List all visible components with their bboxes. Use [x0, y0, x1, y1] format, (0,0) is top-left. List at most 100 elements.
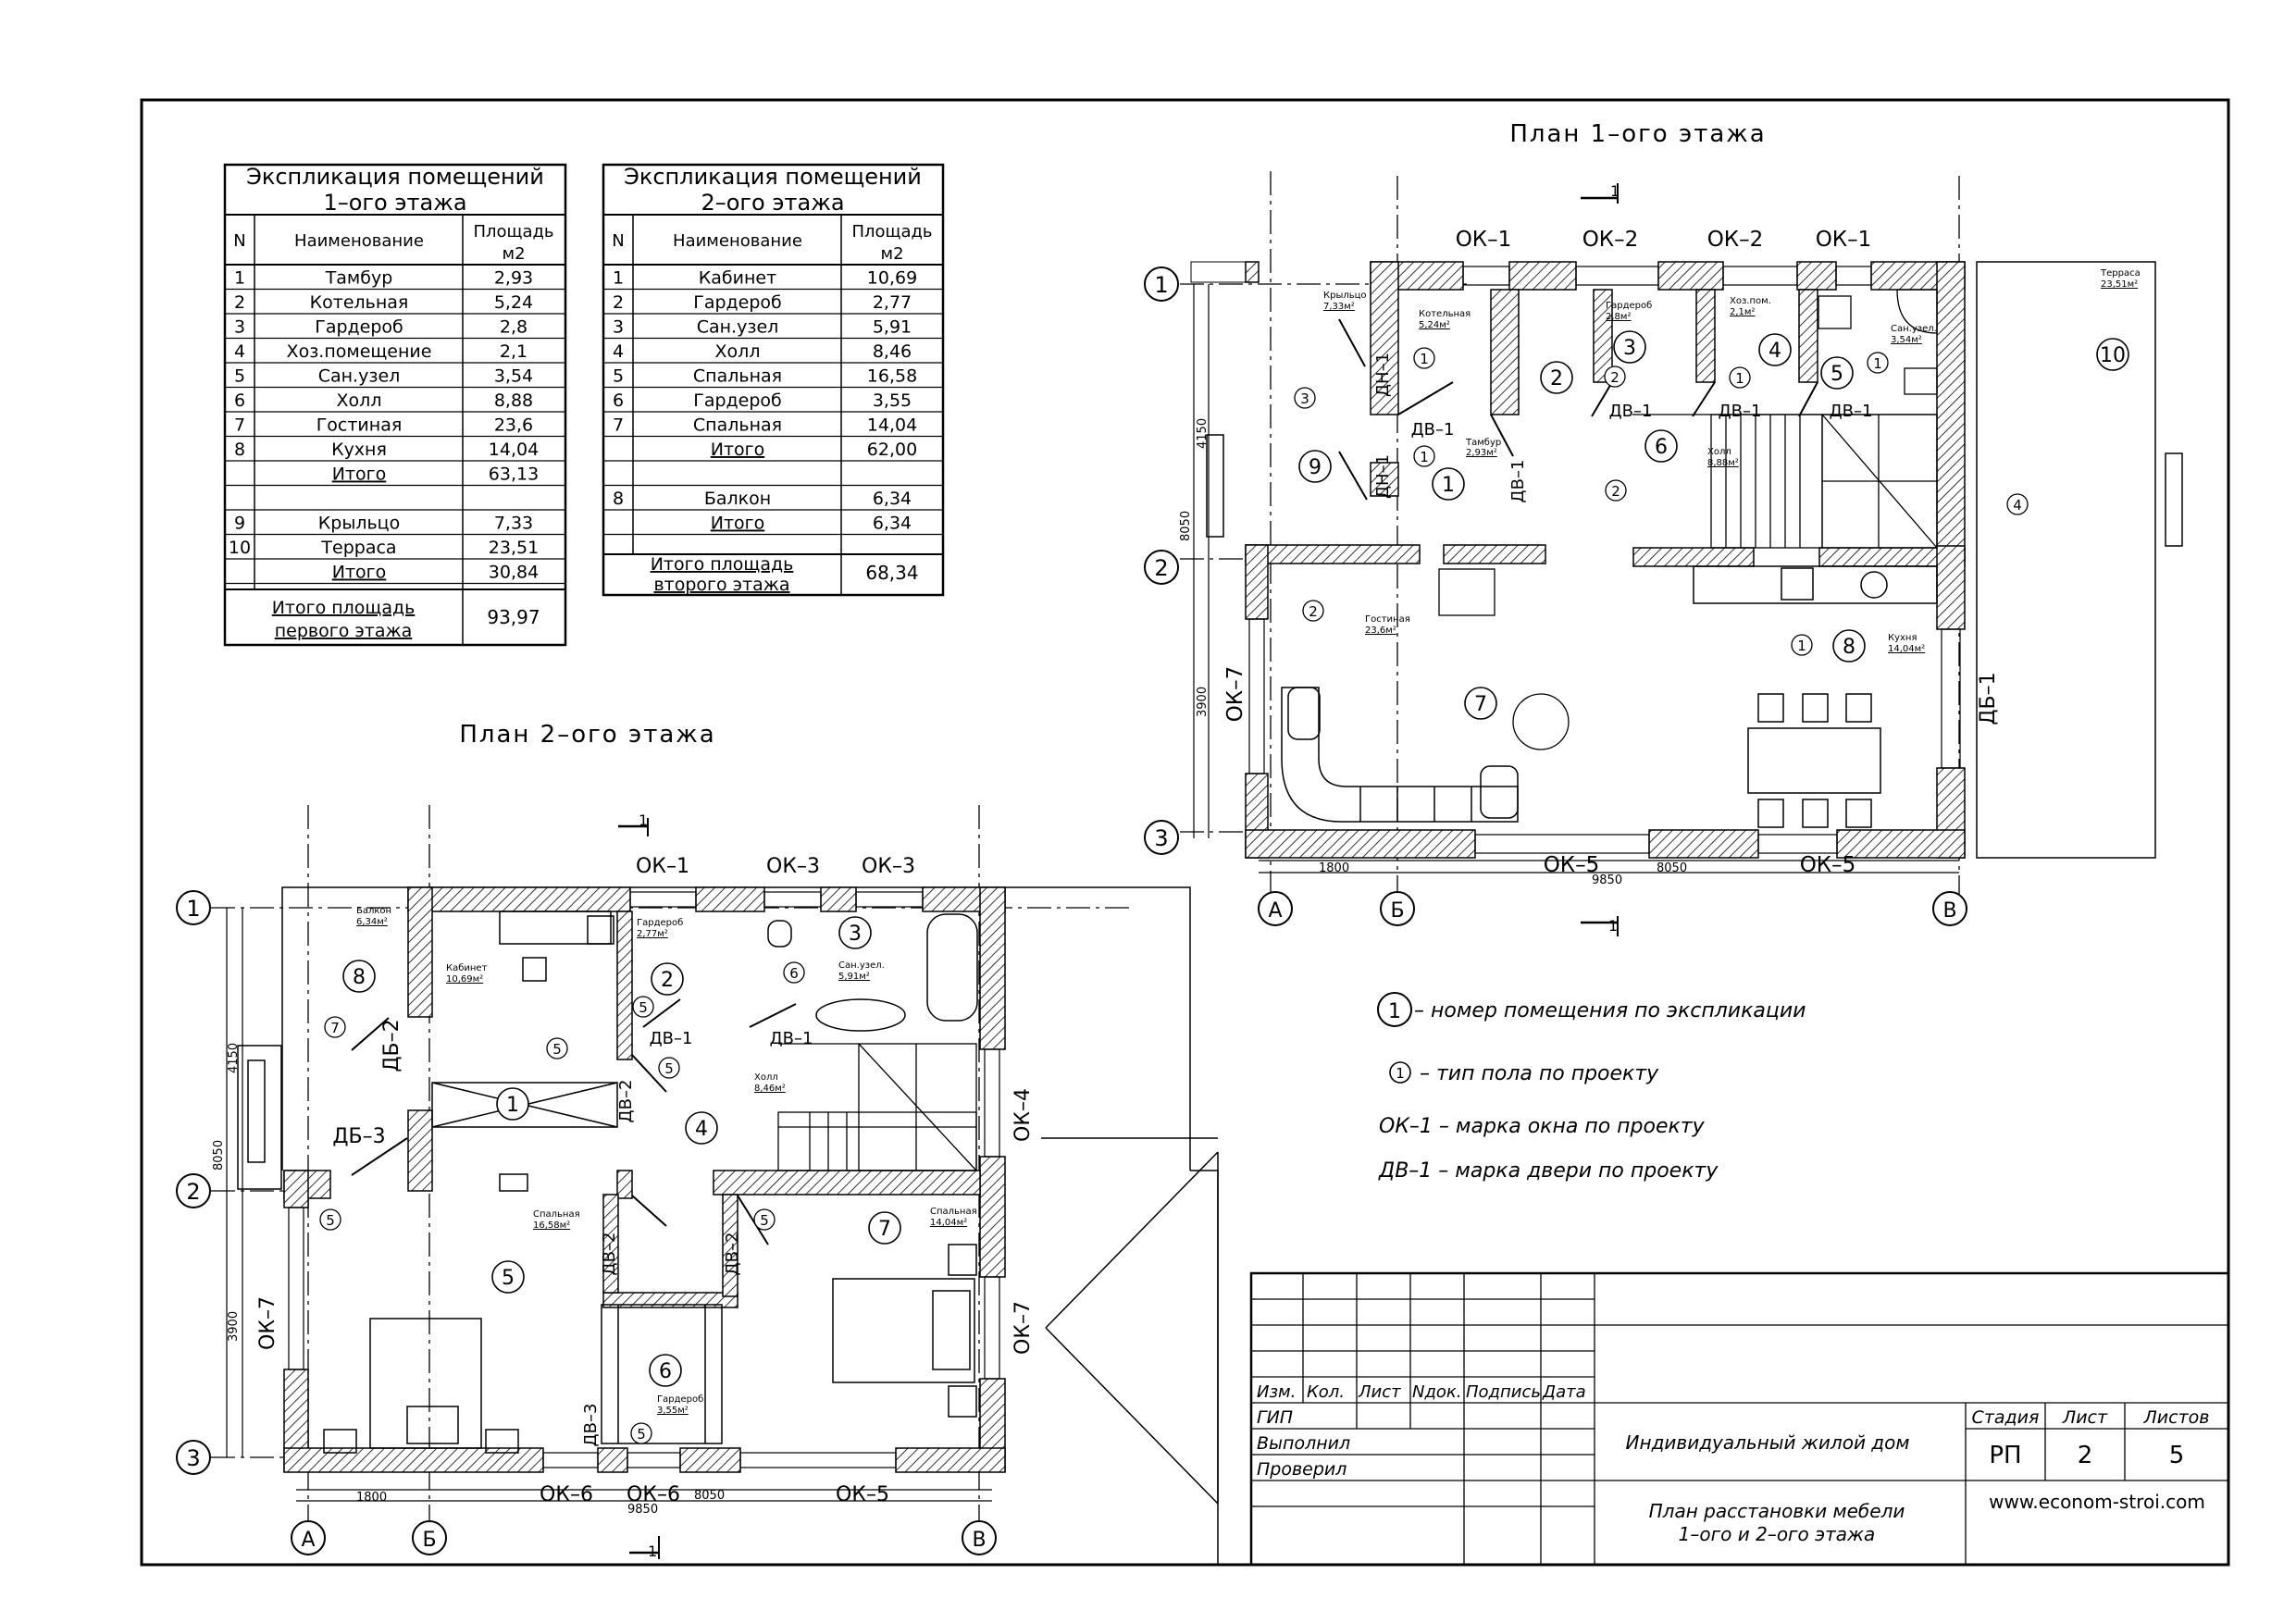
svg-text:1800: 1800	[1319, 861, 1349, 875]
table2-cell: 1	[613, 268, 624, 289]
svg-text:2,8м²: 2,8м²	[1606, 312, 1631, 322]
section-mark-p2-top: 1	[618, 812, 649, 836]
svg-text:Спальная: Спальная	[930, 1207, 977, 1217]
svg-text:5: 5	[760, 1212, 769, 1229]
plan1-door-mark: ДВ–1	[1830, 402, 1873, 421]
svg-text:Тамбур: Тамбур	[1465, 438, 1501, 448]
svg-text:1: 1	[648, 1542, 657, 1560]
svg-text:2: 2	[1610, 369, 1620, 386]
svg-text:2: 2	[1154, 555, 1168, 581]
table1-cell: 23,51	[489, 538, 539, 558]
svg-text:В: В	[972, 1529, 986, 1552]
table1-cell: Кухня	[331, 440, 387, 460]
plan1-axis-markers: 1 2 3 А Б В	[1144, 266, 1967, 926]
table1-cell: Тамбур	[325, 268, 393, 289]
svg-text:23,51м²: 23,51м²	[2101, 279, 2138, 290]
table1-cell: 63,13	[489, 465, 539, 485]
plan1-sofa	[1281, 687, 1519, 823]
svg-text:10: 10	[2100, 344, 2126, 367]
svg-text:Кухня: Кухня	[1888, 633, 1917, 643]
table2-cell: 2,77	[873, 292, 912, 313]
legend-door-text: ДВ–1 – марка двери по проекту	[1378, 1159, 1719, 1183]
plan2-window-mark: ОК–3	[766, 855, 820, 878]
svg-text:5: 5	[639, 999, 648, 1016]
table1-header-n: N	[233, 231, 245, 251]
svg-text:2,93м²: 2,93м²	[1466, 448, 1497, 458]
stamp-site: www.econom-stroi.com	[1989, 1491, 2205, 1513]
plan2-door-mark: ДВ–2	[616, 1080, 636, 1123]
svg-text:1: 1	[1608, 917, 1618, 935]
svg-text:Гардероб: Гардероб	[657, 1394, 703, 1405]
table1-cell: Сан.узел	[318, 366, 401, 387]
svg-text:5: 5	[502, 1267, 515, 1290]
table1-cell: 30,84	[489, 563, 539, 583]
plan2-window-mark: ОК–6	[627, 1483, 680, 1506]
svg-text:1: 1	[1873, 355, 1882, 372]
plan-floor-1: План 1–ого этажа 1 1 1 2 3	[1144, 120, 2183, 936]
svg-text:1: 1	[1797, 638, 1806, 654]
table2-cell: 4	[613, 341, 624, 362]
svg-text:7: 7	[1474, 693, 1487, 716]
section-mark-top: 1	[1581, 182, 1620, 204]
svg-text:1: 1	[1420, 351, 1429, 367]
table1-grand-label-2: первого этажа	[275, 621, 413, 641]
table1-cell: Итого	[332, 563, 387, 583]
table2-cell: 6	[613, 390, 624, 411]
plan2-door-mark: ДВ–2	[723, 1233, 742, 1276]
svg-text:ГИП: ГИП	[1257, 1407, 1293, 1428]
svg-text:9: 9	[1309, 456, 1322, 479]
table1-cell: 6	[234, 390, 245, 411]
svg-text:2: 2	[1309, 603, 1318, 620]
svg-text:23,6м²: 23,6м²	[1365, 626, 1396, 636]
table1-cell: 8	[234, 440, 245, 460]
table1-cell: Терраса	[320, 538, 396, 558]
table1-cell: Котельная	[310, 292, 409, 313]
plan2-window-mark: ОК–7	[1011, 1301, 1035, 1355]
svg-text:Гостиная: Гостиная	[1365, 614, 1410, 625]
legend-window-text: ОК–1 – марка окна по проекту	[1379, 1115, 1706, 1138]
svg-text:1800: 1800	[356, 1491, 387, 1505]
svg-text:1: 1	[1154, 272, 1168, 298]
table1-cell: Гостиная	[316, 415, 403, 436]
svg-text:3: 3	[1623, 337, 1636, 360]
plan1-door-mark: ДВ–1	[1609, 402, 1653, 421]
plan1-door-mark: ДН–1	[1373, 454, 1393, 499]
legend-floor-text: – тип пола по проекту	[1420, 1062, 1659, 1085]
table2-grand-label-1: Итого площадь	[651, 554, 794, 575]
sheet-frame	[140, 98, 2230, 1567]
plan2-door-mark: ДВ–1	[770, 1029, 813, 1048]
table2-cell: 10,69	[867, 268, 917, 289]
table2-header-area: Площадь	[851, 222, 932, 242]
table2-header-name: Наименование	[673, 231, 802, 251]
svg-text:В: В	[1942, 899, 1956, 923]
legend-room-text: – номер помещения по экспликации	[1414, 999, 1806, 1022]
svg-text:7: 7	[878, 1218, 891, 1241]
table1-cell: Холл	[337, 390, 382, 411]
svg-text:Проверил: Проверил	[1257, 1459, 1347, 1480]
svg-text:16,58м²: 16,58м²	[533, 1220, 570, 1231]
table1-cell: 3,54	[494, 366, 533, 387]
table1-header-area-unit: м2	[502, 244, 525, 264]
stamp-sheet-label: Лист	[2062, 1407, 2108, 1428]
svg-text:1: 1	[1735, 370, 1744, 387]
table1-cell: 14,04	[489, 440, 539, 460]
svg-text:1: 1	[1610, 182, 1620, 200]
plan1-dining-table	[1747, 693, 1881, 828]
svg-text:Спальная: Спальная	[533, 1209, 580, 1220]
table1-grand-label-1: Итого площадь	[272, 598, 416, 618]
svg-text:Балкон: Балкон	[356, 906, 391, 916]
table1-cell: Гардероб	[315, 317, 403, 338]
room-schedule-floor-2: Экспликация помещений 2–ого этажа N Наим…	[602, 163, 945, 597]
table1-cell: 3	[234, 317, 245, 338]
svg-text:8: 8	[1843, 636, 1855, 659]
table1-cell: 5,24	[494, 292, 533, 313]
svg-text:8050: 8050	[212, 1140, 226, 1171]
svg-text:9850: 9850	[1592, 873, 1622, 887]
section-mark-bottom: 1	[1581, 916, 1619, 936]
table1-cell: 4	[234, 341, 245, 362]
svg-text:3: 3	[849, 923, 862, 946]
svg-text:3900: 3900	[227, 1311, 241, 1342]
svg-text:1: 1	[1420, 449, 1429, 465]
table2-cell: 62,00	[867, 440, 917, 460]
